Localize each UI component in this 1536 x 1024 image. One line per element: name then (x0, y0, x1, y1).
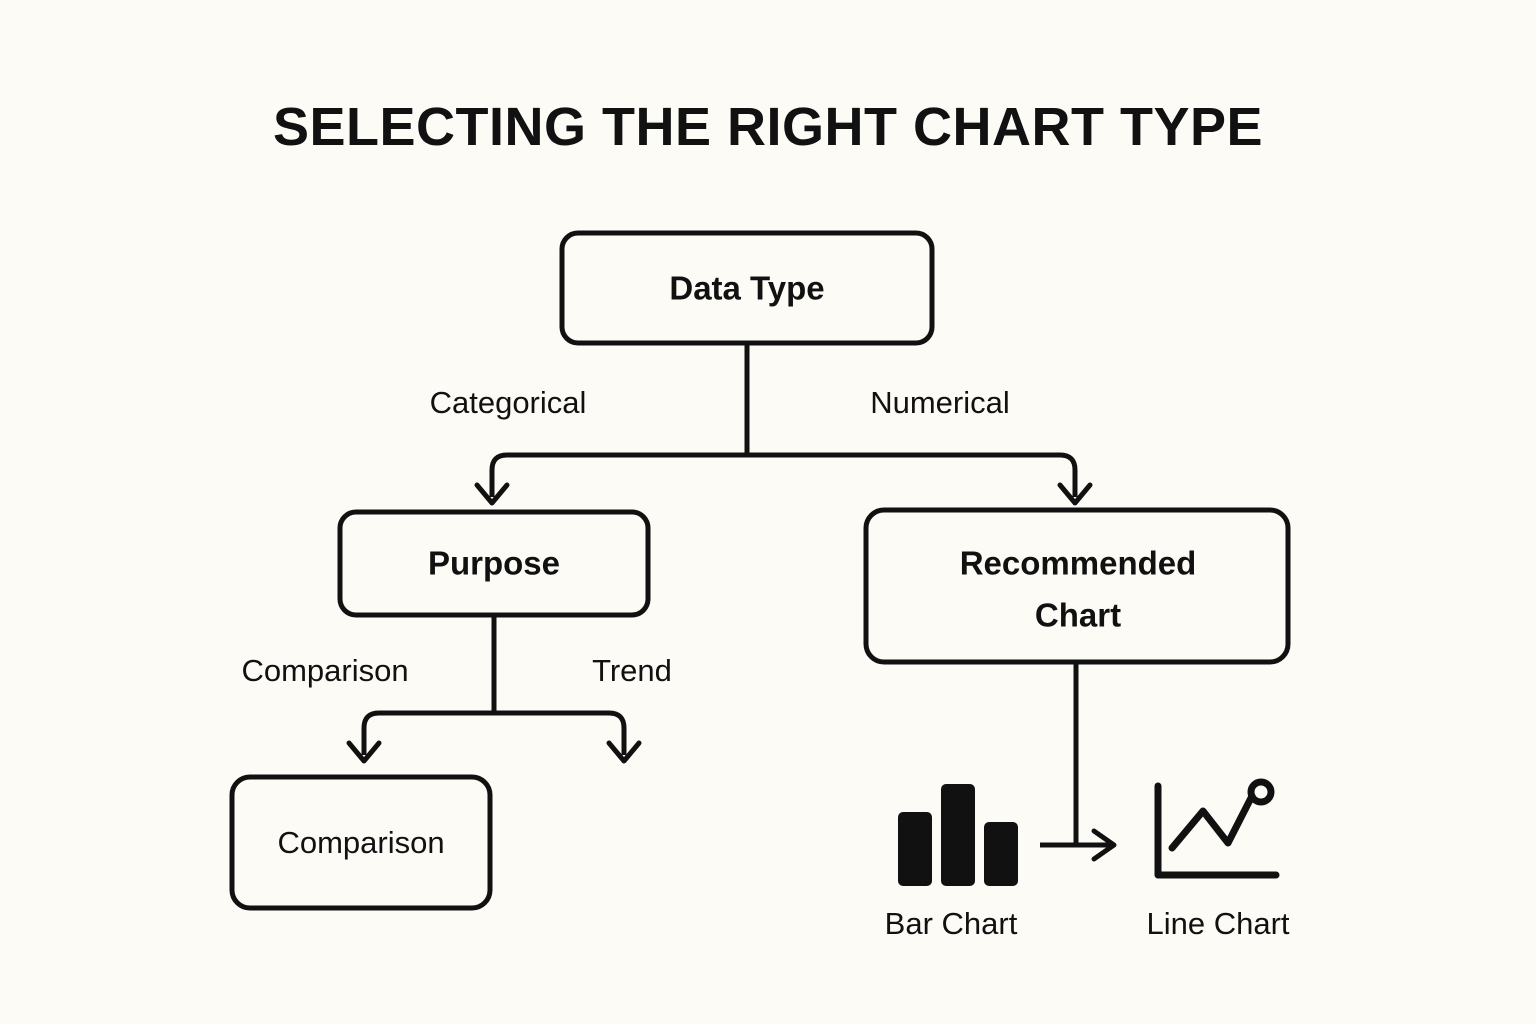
node-recommended-chart-label-line1: Recommended (960, 545, 1197, 582)
edge-label-categorical: Categorical (430, 385, 587, 420)
node-comparison-result[interactable]: Comparison (229, 774, 493, 911)
arrowhead-to-trend (606, 740, 642, 764)
node-data-type-box[interactable] (559, 230, 935, 346)
line-chart-icon (1154, 778, 1280, 879)
node-purpose-box[interactable] (337, 509, 651, 618)
bar-chart-icon-bar-1 (898, 812, 932, 886)
arrowhead-to-line-chart (1091, 828, 1117, 862)
line-chart-icon-endpoint-marker (1247, 778, 1275, 806)
node-purpose[interactable]: Purpose (337, 509, 651, 618)
page-title: SELECTING THE RIGHT CHART TYPE (272, 97, 1264, 157)
line-chart-icon-label: Line Chart (1146, 906, 1289, 941)
node-purpose-label: Purpose (428, 545, 560, 582)
connector-datatype-split (489, 452, 1078, 497)
bar-chart-icon-label: Bar Chart (885, 906, 1018, 941)
bar-chart-icon-bar-3 (984, 822, 1018, 886)
arrowhead-to-recommended-chart (1057, 482, 1093, 506)
node-data-type[interactable]: Data Type (559, 230, 935, 346)
arrowhead-to-purpose (474, 482, 510, 506)
node-data-type-label: Data Type (669, 270, 824, 307)
node-recommended-chart-box[interactable] (863, 507, 1291, 665)
arrowhead-to-comparison (346, 740, 382, 764)
edge-label-trend: Trend (592, 653, 672, 688)
edge-label-numerical: Numerical (870, 385, 1010, 420)
bar-chart-icon-bar-2 (941, 784, 975, 886)
node-recommended-chart[interactable]: Recommended Chart (863, 507, 1291, 665)
node-comparison-result-box[interactable] (229, 774, 493, 911)
line-chart-icon-axes (1154, 782, 1280, 879)
bar-chart-icon (898, 784, 1018, 886)
line-chart-icon-polyline (1168, 792, 1256, 852)
node-comparison-result-label: Comparison (277, 825, 444, 860)
edge-label-comparison: Comparison (241, 653, 408, 688)
node-recommended-chart-label-line2: Chart (1035, 597, 1121, 634)
connector-purpose-split (361, 710, 627, 755)
